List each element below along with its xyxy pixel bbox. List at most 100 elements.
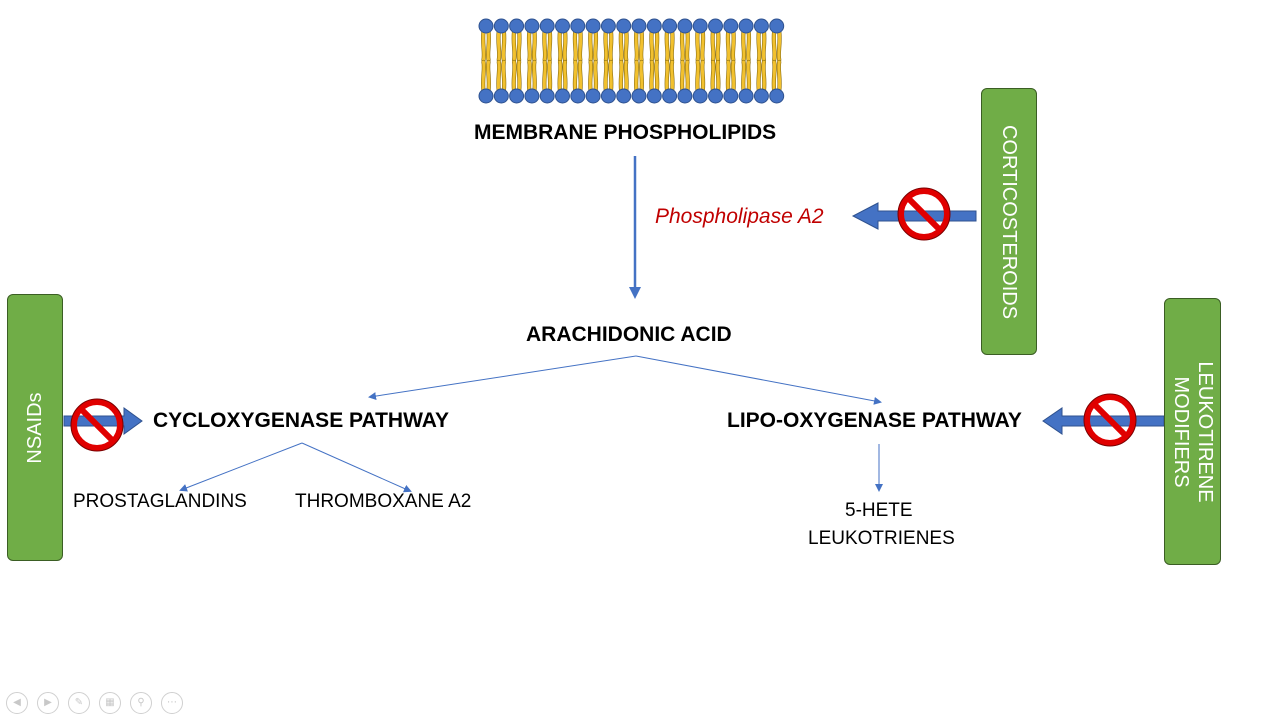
lipid-tail — [547, 60, 552, 93]
lipid-head — [646, 18, 662, 34]
nsaids-box: NSAIDs — [7, 294, 63, 561]
lipid-tail — [588, 60, 593, 93]
next-icon[interactable]: ▶ — [37, 692, 59, 714]
lipid-tail — [527, 60, 532, 93]
lipid-tail — [578, 29, 583, 62]
lipid-tail — [772, 60, 777, 93]
lipid-tail — [593, 29, 598, 62]
lipid-tail — [680, 29, 685, 62]
zoom-icon[interactable]: ⚲ — [130, 692, 152, 714]
lipid-head — [555, 18, 570, 34]
pen-icon[interactable]: ✎ — [68, 692, 90, 714]
lipid-tail — [731, 29, 736, 62]
lipid-tail — [624, 29, 629, 62]
lipid-tail — [680, 60, 685, 93]
no-entry-sign-icon — [897, 187, 951, 241]
lipid-tail — [501, 29, 506, 62]
lipid-tail — [588, 29, 593, 62]
lipid-head — [600, 18, 616, 34]
slides-icon[interactable]: ▦ — [99, 692, 121, 714]
lipid-head — [662, 88, 678, 104]
lipid-tail — [619, 29, 624, 62]
lipid-tail — [542, 60, 547, 93]
leukotriene-modifiers-box: LEUKOTIRENE MODIFIERS — [1164, 298, 1221, 565]
more-icon[interactable]: ⋯ — [161, 692, 183, 714]
lipid-head — [769, 88, 785, 104]
lipid-head — [585, 88, 601, 104]
lipid-head — [631, 18, 647, 34]
lipid-tail — [563, 60, 567, 93]
lipid-tail — [634, 60, 639, 93]
lipid-tail — [772, 29, 777, 62]
lipid-head — [570, 18, 586, 34]
lipid-tail — [726, 60, 731, 93]
lipid-head — [493, 88, 509, 104]
lipid-tail — [624, 60, 629, 93]
lipid-head — [646, 88, 662, 104]
lipid-tail — [532, 60, 537, 93]
lipid-tail — [711, 29, 715, 62]
lipid-tail — [731, 60, 736, 93]
lipid-tail — [670, 60, 675, 93]
leukotrienes-label: LEUKOTRIENES — [808, 528, 955, 549]
lipid-head — [555, 88, 570, 104]
lipid-head — [723, 88, 739, 104]
lipid-tail — [777, 60, 782, 93]
lipid-tail — [501, 60, 506, 93]
no-entry-sign-icon — [1083, 393, 1137, 447]
nsaids-label: NSAIDs — [24, 391, 46, 464]
lipid-tail — [741, 29, 746, 62]
lipid-head — [677, 88, 693, 104]
lipid-head — [539, 18, 555, 34]
lipid-tail — [481, 60, 486, 93]
5-hete-label: 5-HETE — [845, 500, 913, 521]
lipid-tail — [517, 29, 522, 62]
lipid-tail — [634, 29, 639, 62]
lipid-tail — [649, 29, 654, 62]
block-arrow-corticosteroids — [851, 202, 977, 230]
lipid-tail — [665, 60, 670, 93]
lipid-tail — [573, 60, 578, 93]
lipid-head — [708, 88, 723, 104]
lipid-head — [509, 88, 525, 104]
lipid-tail — [639, 60, 644, 93]
lipid-head — [723, 18, 739, 34]
lipid-head — [478, 18, 494, 34]
prostaglandins-label: PROSTAGLANDINS — [73, 491, 247, 512]
lipid-tail — [639, 29, 644, 62]
lipid-tail — [558, 60, 562, 93]
lipid-tail — [665, 29, 670, 62]
lipid-tail — [756, 29, 761, 62]
lipid-tail — [711, 60, 715, 93]
arrow-arachidonic-to-cox — [368, 355, 637, 401]
lipid-tail — [746, 60, 751, 93]
lipid-tail — [695, 29, 700, 62]
lipid-head — [738, 88, 754, 104]
lipid-head — [539, 88, 555, 104]
lipid-tail — [573, 29, 578, 62]
lipid-tail — [608, 60, 613, 93]
lipid-tail — [654, 29, 659, 62]
lipid-tail — [685, 29, 690, 62]
lipid-head — [692, 18, 708, 34]
lipid-tail — [746, 29, 751, 62]
lipid-tail — [726, 29, 731, 62]
leukotriene-modifiers-label: LEUKOTIRENE MODIFIERS — [1169, 360, 1216, 503]
lipid-tail — [649, 60, 654, 93]
cyclooxygenase-pathway-label: CYCLOXYGENASE PATHWAY — [153, 409, 449, 432]
lipid-tail — [716, 29, 720, 62]
lipid-head — [708, 18, 723, 34]
previous-icon[interactable]: ◀ — [6, 692, 28, 714]
lipid-tail — [486, 29, 491, 62]
lipid-tail — [741, 60, 746, 93]
lipid-head — [570, 88, 586, 104]
lipid-tail — [496, 29, 501, 62]
lipid-tail — [619, 60, 624, 93]
lipid-tail — [761, 29, 766, 62]
lipid-tail — [593, 60, 598, 93]
lipid-head — [509, 18, 525, 34]
lipid-head — [677, 18, 693, 34]
lipid-tail — [527, 29, 532, 62]
lipid-tail — [496, 60, 501, 93]
